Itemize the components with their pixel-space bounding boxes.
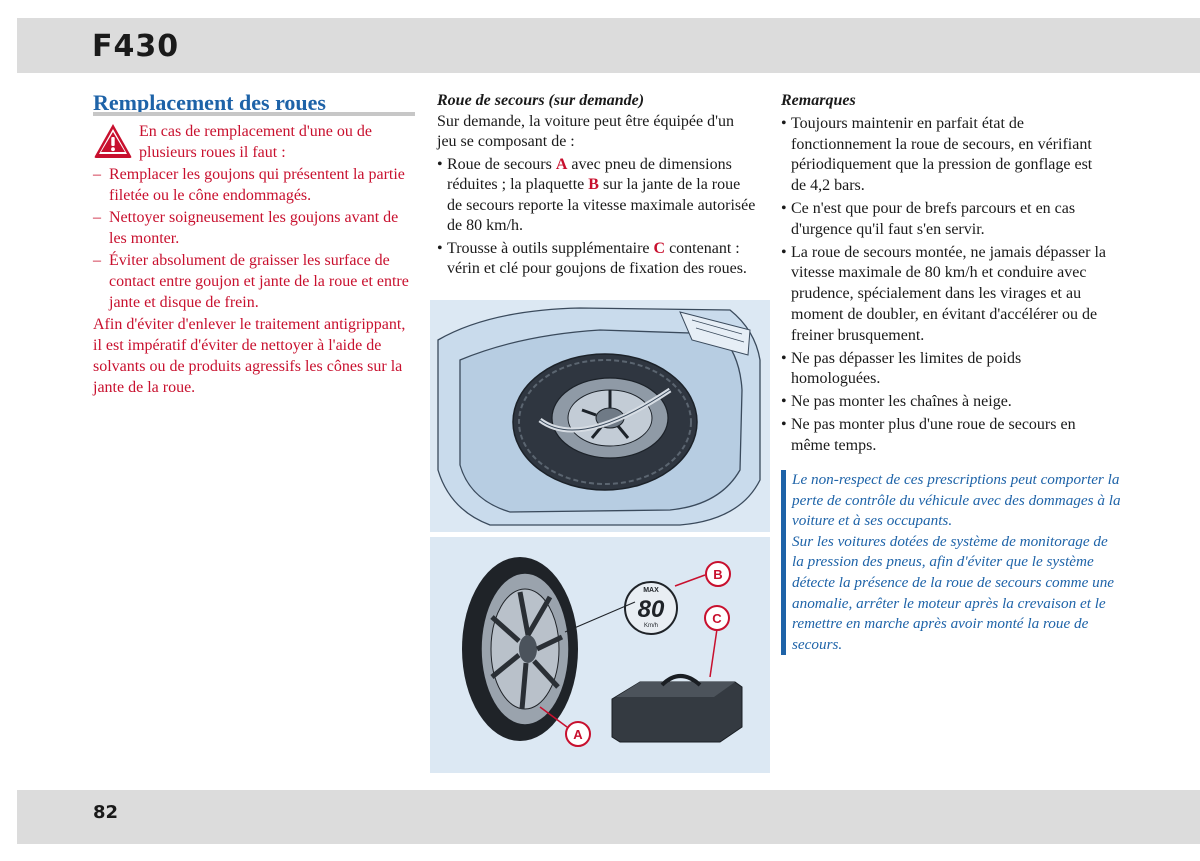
section-title: Remplacement des roues [93,90,326,115]
column-2: Roue de secours (sur demande) Sur demand… [437,91,757,280]
list-item: •Toujours maintenir en parfait état de f… [781,114,1093,195]
list-item: • Roue de secours A avec pneu de dimensi… [437,155,756,235]
list-item: – Nettoyer soigneusement les goujons ava… [93,209,399,247]
list-item: – Remplacer les goujons qui présentent l… [93,166,405,204]
kit-illustration-svg: MAX 80 Km/h B C A [430,537,770,773]
spare-wheel-subtitle: Roue de secours (sur demande) [437,92,645,109]
list-item: – Éviter absolument de graisser les surf… [93,252,409,311]
footer-band [17,790,1200,844]
warning-triangle-icon [94,124,132,158]
list-item: • Trousse à outils supplémentaire C cont… [437,239,747,278]
spare-kit-illustration: MAX 80 Km/h B C A [430,537,770,773]
spare-wheel-intro: Sur demande, la voiture peut être équipé… [437,112,734,151]
plate-max-text: MAX [643,587,659,594]
list-item: •Ce n'est que pour de brefs parcours et … [781,199,1076,238]
trunk-illustration-svg [430,300,770,532]
remarks-subtitle: Remarques [781,92,856,109]
note-text-2: Sur les voitures dotées de système de mo… [792,532,1115,653]
plate-unit-text: Km/h [644,623,658,629]
warning-intro: En cas de remplacement d'une ou de plusi… [139,123,373,161]
warning-note-box: Le non-respect de ces prescriptions peut… [781,470,1122,656]
label-a: A [573,727,583,742]
title-underline [93,112,415,116]
label-b: B [713,567,722,582]
column-1: En cas de remplacement d'une ou de plusi… [93,121,413,398]
header-band [17,18,1200,73]
list-item: •Ne pas monter plus d'une roue de secour… [781,415,1076,454]
trunk-spare-wheel-illustration [430,300,770,532]
list-item: •Ne pas dépasser les limites de poids ho… [781,349,1022,388]
list-item: •Ne pas monter les chaînes à neige. [781,393,1012,411]
column-3: Remarques •Toujours maintenir en parfait… [781,91,1106,457]
warning-block: En cas de remplacement d'une ou de plusi… [93,121,413,163]
plate-speed-text: 80 [638,596,665,623]
f430-logo: F430 [92,29,180,64]
note-text-1: Le non-respect de ces prescriptions peut… [792,471,1121,530]
list-item: •La roue de secours montée, ne jamais dé… [781,243,1106,344]
antigrippant-paragraph: Afin d'éviter d'enlever le traitement an… [93,316,406,396]
page-number: 82 [93,802,119,823]
label-c: C [712,611,722,626]
